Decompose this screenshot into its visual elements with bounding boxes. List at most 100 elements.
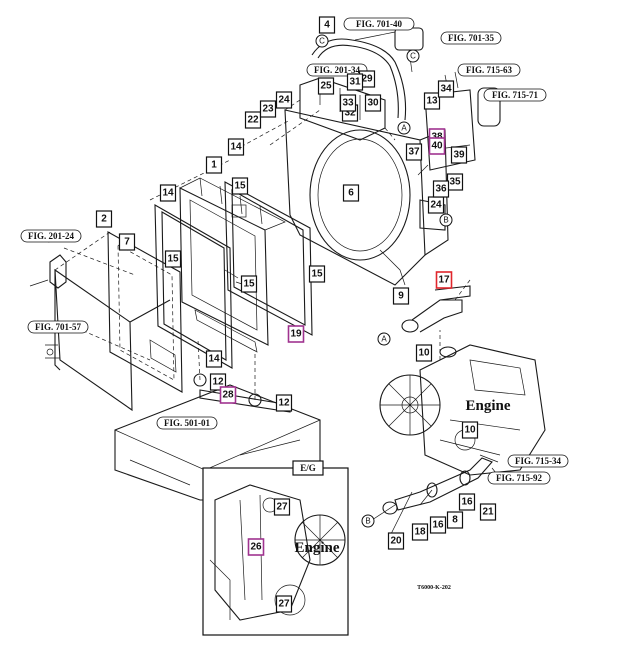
callout-number: 12 bbox=[278, 398, 290, 409]
callout-box bbox=[435, 271, 453, 289]
callout-box bbox=[275, 91, 293, 109]
connection-letter-text: C bbox=[319, 37, 325, 46]
callout-number: 27 bbox=[276, 502, 288, 513]
callout-number: 14 bbox=[208, 354, 220, 365]
callout-number: 18 bbox=[414, 527, 426, 538]
callout-15: 15 bbox=[164, 250, 182, 268]
callout-box bbox=[219, 386, 237, 404]
callout-number: 25 bbox=[320, 81, 332, 92]
callout-number: 34 bbox=[440, 84, 452, 95]
callout-box bbox=[164, 250, 182, 268]
callout-24: 24 bbox=[427, 196, 445, 214]
callout-box bbox=[275, 394, 293, 412]
callout-number: 28 bbox=[222, 390, 234, 401]
callout-21: 21 bbox=[479, 503, 497, 521]
callout-box bbox=[405, 143, 423, 161]
callout-35: 35 bbox=[446, 173, 464, 191]
callout-number: 8 bbox=[452, 515, 458, 526]
callout-number: 35 bbox=[449, 177, 461, 188]
callout-number: 14 bbox=[162, 188, 174, 199]
callout-box bbox=[387, 532, 405, 550]
callout-number: 23 bbox=[262, 104, 274, 115]
callout-9: 9 bbox=[392, 287, 410, 305]
connection-letter-circle bbox=[397, 121, 411, 135]
callout-box bbox=[415, 344, 433, 362]
callout-4: 4 bbox=[318, 16, 336, 34]
callout-number: 26 bbox=[250, 542, 262, 553]
callout-box bbox=[259, 100, 277, 118]
figure-reference-text: FIG. 715-63 bbox=[466, 65, 512, 75]
callout-box bbox=[118, 233, 136, 251]
callout-box bbox=[437, 80, 455, 98]
connection-letter: B bbox=[439, 213, 453, 227]
callout-box bbox=[227, 138, 245, 156]
connection-letter-text: C bbox=[410, 52, 416, 61]
figure-reference-text: FIG. 201-24 bbox=[28, 231, 74, 241]
callout-number: 2 bbox=[101, 214, 107, 225]
callout-37: 37 bbox=[405, 143, 423, 161]
engine-label: Engine bbox=[465, 398, 510, 414]
callout-number: 1 bbox=[211, 160, 217, 171]
callout-2: 2 bbox=[95, 210, 113, 228]
callout-14: 14 bbox=[227, 138, 245, 156]
callout-30: 30 bbox=[364, 94, 382, 112]
callout-number: 24 bbox=[430, 200, 442, 211]
figure-reference-text: FIG. 715-71 bbox=[492, 90, 538, 100]
callout-12: 12 bbox=[209, 373, 227, 391]
figure-reference: FIG. 715-34 bbox=[507, 454, 569, 468]
figure-reference: FIG. 201-34 bbox=[306, 63, 368, 77]
callout-number: 22 bbox=[247, 115, 259, 126]
callout-7: 7 bbox=[118, 233, 136, 251]
callout-number: 15 bbox=[167, 254, 179, 265]
callout-box bbox=[411, 523, 429, 541]
callout-box bbox=[432, 180, 450, 198]
callout-box bbox=[342, 184, 360, 202]
figure-reference: FIG. 701-57 bbox=[27, 320, 89, 334]
figure-reference-frame bbox=[27, 320, 89, 334]
callout-22: 22 bbox=[244, 111, 262, 129]
callout-31: 31 bbox=[346, 73, 364, 91]
callout-36: 36 bbox=[432, 180, 450, 198]
callout-number: 27 bbox=[278, 599, 290, 610]
callout-number: 30 bbox=[367, 98, 379, 109]
callout-33: 33 bbox=[339, 94, 357, 112]
callout-box bbox=[446, 511, 464, 529]
figure-reference-frame bbox=[156, 416, 218, 430]
callout-number: 39 bbox=[453, 150, 465, 161]
callout-12: 12 bbox=[275, 394, 293, 412]
callout-box bbox=[240, 275, 258, 293]
callout-8: 8 bbox=[446, 511, 464, 529]
callout-number: 31 bbox=[349, 77, 361, 88]
figure-reference: FIG. 501-01 bbox=[156, 416, 218, 430]
callout-number: 37 bbox=[408, 147, 420, 158]
figure-reference-frame bbox=[457, 63, 521, 77]
callout-number: 33 bbox=[342, 98, 354, 109]
connection-letter-circle bbox=[406, 49, 420, 63]
callout-1: 1 bbox=[205, 156, 223, 174]
figure-reference: FIG. 201-24 bbox=[20, 229, 82, 243]
figure-reference-text: FIG. 701-35 bbox=[448, 33, 494, 43]
callout-box bbox=[205, 156, 223, 174]
callout-number: 13 bbox=[426, 96, 438, 107]
callout-34: 34 bbox=[437, 80, 455, 98]
callout-10: 10 bbox=[461, 421, 479, 439]
callout-number: 36 bbox=[435, 184, 447, 195]
callout-15: 15 bbox=[240, 275, 258, 293]
connection-letter-circle bbox=[377, 332, 391, 346]
callout-box bbox=[428, 137, 446, 155]
callout-number: 19 bbox=[290, 329, 302, 340]
callout-24: 24 bbox=[275, 91, 293, 109]
callout-27: 27 bbox=[275, 595, 293, 613]
callout-box bbox=[450, 146, 468, 164]
drawing-code: T6000-K-202 bbox=[417, 585, 451, 591]
callout-number: 24 bbox=[278, 95, 290, 106]
callout-number: 10 bbox=[464, 425, 476, 436]
connection-letter: B bbox=[361, 514, 375, 528]
callout-26: 26 bbox=[247, 538, 265, 556]
callout-box bbox=[429, 516, 447, 534]
callout-39: 39 bbox=[450, 146, 468, 164]
connection-letter-circle bbox=[315, 34, 329, 48]
callout-14: 14 bbox=[205, 350, 223, 368]
connection-letter: A bbox=[397, 121, 411, 135]
